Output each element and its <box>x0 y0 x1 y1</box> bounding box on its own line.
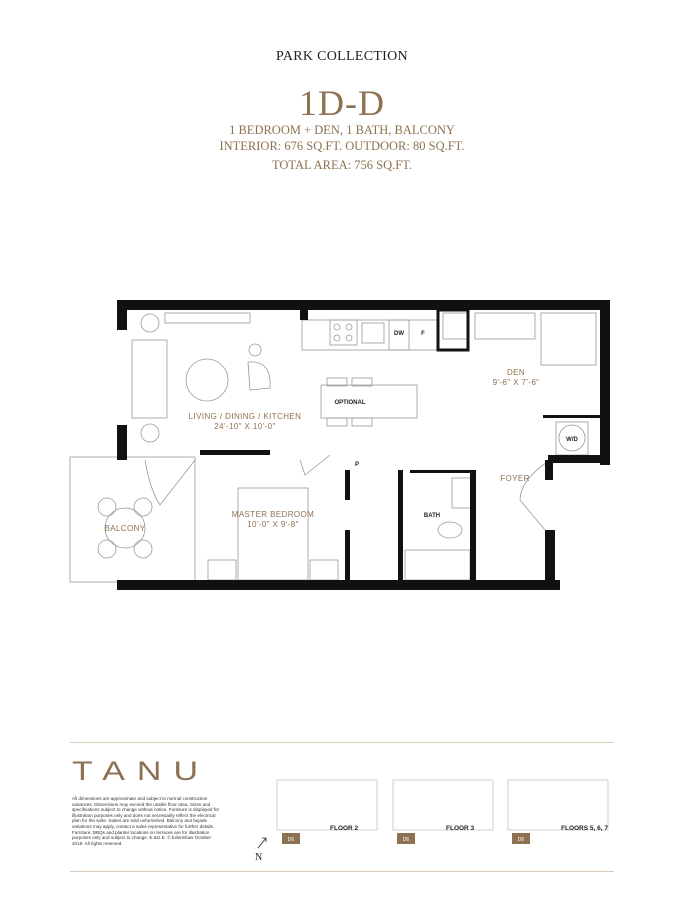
tanu-logo: TANU <box>72 755 211 787</box>
balcony-table <box>104 507 146 549</box>
living-label: LIVING / DINING / KITCHEN <box>189 412 302 421</box>
desk-icon <box>474 312 536 340</box>
dining-table-icon <box>185 358 229 402</box>
den-bed-icon <box>540 312 597 366</box>
living-dimensions: 24'-10" X 10'-0" <box>214 422 275 431</box>
unit-highlight: D6 <box>403 837 410 843</box>
floor-label: FLOOR 3 <box>446 825 475 832</box>
kitchen-counter <box>301 319 439 351</box>
unit-highlight: D6 <box>288 837 295 843</box>
floor-label: FLOORS 5, 6, 7 <box>561 825 608 832</box>
key-plate-floor-3 <box>392 779 494 831</box>
fridge-label: F <box>421 331 425 337</box>
balcony-outline <box>69 456 196 583</box>
total-area: TOTAL AREA: 756 SQ.FT. <box>271 158 413 172</box>
floor-label: FLOOR 2 <box>330 825 359 832</box>
toilet-icon <box>437 521 463 539</box>
foyer-label: FOYER <box>500 474 530 483</box>
disclaimer: All dimensions are approximate and subje… <box>72 796 220 846</box>
balcony-label: BALCONY <box>104 524 145 533</box>
key-plate-floor-2 <box>276 779 378 831</box>
dishwasher-label: DW <box>394 331 404 337</box>
collection-title: PARK COLLECTION <box>276 49 408 64</box>
pantry-label: P <box>355 462 359 468</box>
wd-label: W/D <box>566 437 578 443</box>
bath-label: BATH <box>424 513 440 519</box>
unit-type: 1 BEDROOM + DEN, 1 BATH, BALCONY <box>229 123 455 137</box>
north-arrow-icon <box>257 837 267 849</box>
divider <box>70 742 614 743</box>
key-plate-floors-5-7 <box>507 779 609 831</box>
unit-name: 1D-D <box>299 83 385 123</box>
optional-label: OPTIONAL <box>335 400 366 406</box>
bedroom-label: MASTER BEDROOM <box>232 510 315 519</box>
unit-highlight: D6 <box>518 837 525 843</box>
sink-icon <box>451 477 473 509</box>
sofa-icon <box>131 339 168 419</box>
divider <box>70 871 614 872</box>
bathtub-icon <box>404 549 471 581</box>
bed-icon <box>237 487 309 581</box>
den-dimensions: 9'-6" X 7'-6" <box>493 378 540 387</box>
den-label: DEN <box>507 368 525 377</box>
north-label: N <box>255 852 263 863</box>
unit-areas: INTERIOR: 676 SQ.FT. OUTDOOR: 80 SQ.FT. <box>219 139 465 153</box>
bedroom-dimensions: 10'-0" X 9'-8" <box>247 520 299 529</box>
